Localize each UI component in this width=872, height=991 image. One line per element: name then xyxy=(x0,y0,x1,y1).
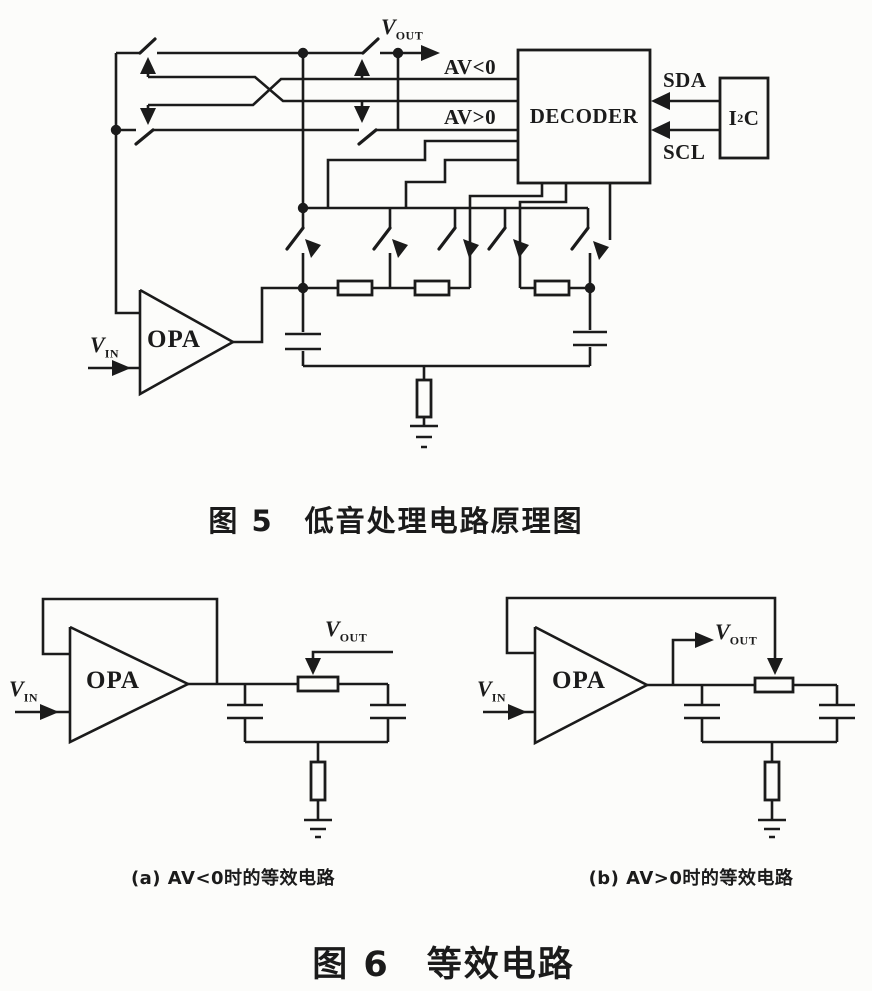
control-stair-1 xyxy=(326,139,518,208)
vout-label: VOUT xyxy=(325,616,368,645)
fig6b-equivalent-circuit xyxy=(483,596,855,839)
arrow-up-icon xyxy=(354,59,370,76)
switch-blade-icon xyxy=(357,128,378,146)
decoder-label: DECODER xyxy=(529,104,639,128)
vout-tap xyxy=(671,638,698,685)
feedback-rail xyxy=(114,53,140,315)
junction-dot xyxy=(110,124,122,136)
scl-label: SCL xyxy=(663,140,706,164)
arrow-left-icon xyxy=(651,92,670,110)
capacitor xyxy=(227,684,263,742)
arrow-down-icon xyxy=(354,106,370,123)
switch-blade-icon xyxy=(134,128,155,146)
cross-wire-upper xyxy=(148,75,518,103)
arrow-up-icon xyxy=(140,57,156,74)
resistor xyxy=(413,279,451,297)
av-negative-label: AV<0 xyxy=(444,55,497,79)
arrow-right-icon xyxy=(40,704,59,720)
potentiometer xyxy=(753,676,795,694)
av-positive-label: AV>0 xyxy=(444,105,497,129)
figure6-caption: 图 6 等效电路 xyxy=(312,945,575,985)
fig6a-equivalent-circuit xyxy=(15,597,406,839)
feedback-loop xyxy=(41,597,219,684)
opamp-triangle xyxy=(68,625,191,745)
capacitor xyxy=(684,685,720,742)
resistor xyxy=(763,760,781,802)
capacitor xyxy=(573,288,607,366)
switch-bus xyxy=(301,53,588,210)
switch-arrow-icon xyxy=(593,241,609,260)
arrow-right-icon xyxy=(112,360,131,376)
capacitor xyxy=(370,684,406,742)
figure5-caption: 图 5 低音处理电路原理图 xyxy=(208,504,584,538)
cross-wire-lower xyxy=(148,77,518,107)
control-stair-3 xyxy=(468,183,544,288)
opa-label: OPA xyxy=(86,667,140,694)
control-stair-4 xyxy=(518,183,568,288)
resistor xyxy=(415,378,433,419)
junction-dot xyxy=(297,282,309,294)
arrow-right-icon xyxy=(695,632,714,648)
junction-dot xyxy=(584,282,596,294)
arrow-right-icon xyxy=(421,45,440,61)
figure6b-caption: (b) AV>0时的等效电路 xyxy=(588,868,794,889)
junction-dot xyxy=(392,47,404,59)
opa-label: OPA xyxy=(147,326,201,353)
junction-dot xyxy=(297,202,309,214)
switch-blade-icon xyxy=(570,226,590,251)
decoder-box xyxy=(516,48,652,185)
switch-arrow-icon xyxy=(463,239,479,258)
arrow-down-icon xyxy=(140,108,156,125)
switch-blade-icon xyxy=(138,37,157,55)
control-stair-2 xyxy=(404,158,518,208)
switch-arrow-icon xyxy=(305,239,321,258)
vout-label: VOUT xyxy=(715,619,758,648)
vin-label: VIN xyxy=(9,676,39,705)
junction-dot xyxy=(297,47,309,59)
switch-blade-icon xyxy=(361,37,380,55)
feedback-loop xyxy=(505,596,777,661)
arrow-right-icon xyxy=(508,704,527,720)
opamp-triangle xyxy=(138,288,236,397)
switch-blade-icon xyxy=(372,226,392,251)
resistor xyxy=(336,279,374,297)
i2c-box xyxy=(718,76,770,160)
switch-blade-icon xyxy=(487,226,507,251)
switch-blade-icon xyxy=(437,226,457,251)
sda-label: SDA xyxy=(663,68,707,92)
figure6a-caption: (a) AV<0时的等效电路 xyxy=(130,868,336,889)
fig5-bass-processing-circuit xyxy=(88,37,770,449)
vin-label: VIN xyxy=(477,676,507,705)
switch-arrow-icon xyxy=(513,239,529,258)
ground-icon xyxy=(410,424,438,449)
switch-blade-icon xyxy=(285,226,305,251)
capacitor xyxy=(285,288,321,366)
opamp-output-wire xyxy=(233,286,303,344)
ground-icon xyxy=(758,818,786,839)
vout-wire xyxy=(311,650,393,661)
resistor xyxy=(309,760,327,802)
opa-label: OPA xyxy=(552,667,606,694)
opamp-triangle xyxy=(533,625,650,746)
switch-arrow-icon xyxy=(392,239,408,258)
arrow-down-icon xyxy=(767,658,783,675)
potentiometer xyxy=(296,675,340,693)
analog-switch-bank xyxy=(285,208,609,288)
capacitor xyxy=(819,685,855,742)
resistor xyxy=(533,279,571,297)
vin-label: VIN xyxy=(90,332,120,361)
vout-label: VOUT xyxy=(381,14,424,43)
ground-icon xyxy=(304,818,332,839)
arrow-down-icon xyxy=(305,658,321,675)
arrow-left-icon xyxy=(651,121,670,139)
